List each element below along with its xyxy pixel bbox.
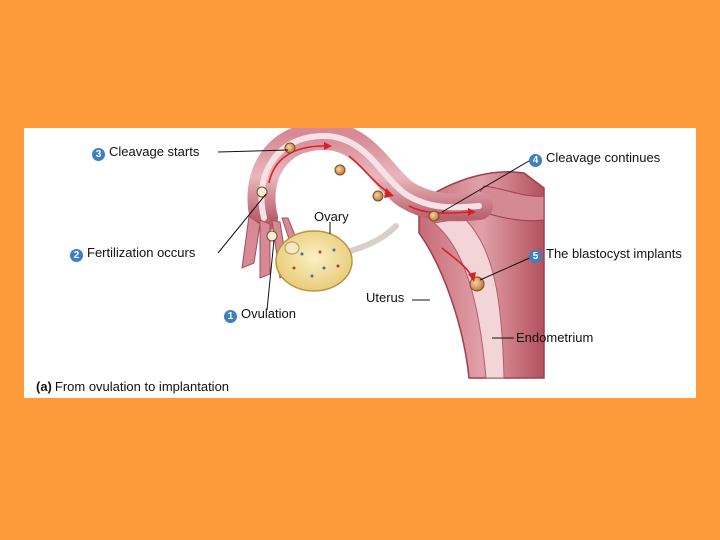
label-ovulation: 1 Ovulation	[224, 306, 296, 323]
ovarian-ligament	[341, 223, 399, 256]
figure-panel: 3 Cleavage starts 4 Cleavage continues Ova…	[24, 128, 696, 398]
reproductive-anatomy-illustration	[217, 128, 545, 379]
label-text: Fertilization occurs	[87, 245, 196, 260]
caption-tag: (a)	[36, 379, 52, 394]
step-badge: 2	[70, 249, 83, 262]
step-badge: 3	[92, 148, 105, 161]
label-cleavage-starts: 3 Cleavage starts	[92, 144, 199, 161]
step-badge: 4	[529, 154, 542, 167]
label-cleavage-continues: 4 Cleavage continues	[529, 150, 660, 167]
figure-caption: (a)From ovulation to implantation	[36, 379, 229, 395]
label-text: Ovulation	[241, 306, 296, 321]
uterus-wall	[418, 171, 545, 379]
label-blastocyst-implants: 5 The blastocyst implants	[529, 246, 682, 263]
label-text: Cleavage starts	[109, 144, 200, 159]
step-badge: 5	[529, 250, 542, 263]
label-text: The blastocyst implants	[546, 246, 682, 261]
label-uterus: Uterus	[366, 290, 405, 305]
leader-lines	[217, 149, 535, 339]
ovary	[275, 230, 353, 292]
label-fertilization-occurs: 2 Fertilization occurs	[70, 245, 195, 262]
step-badge: 1	[224, 310, 237, 323]
caption-text: From ovulation to implantation	[54, 379, 230, 394]
label-endometrium: Endometrium	[516, 330, 594, 345]
label-text: Cleavage continues	[546, 150, 661, 165]
label-ovary: Ovary	[314, 209, 349, 224]
